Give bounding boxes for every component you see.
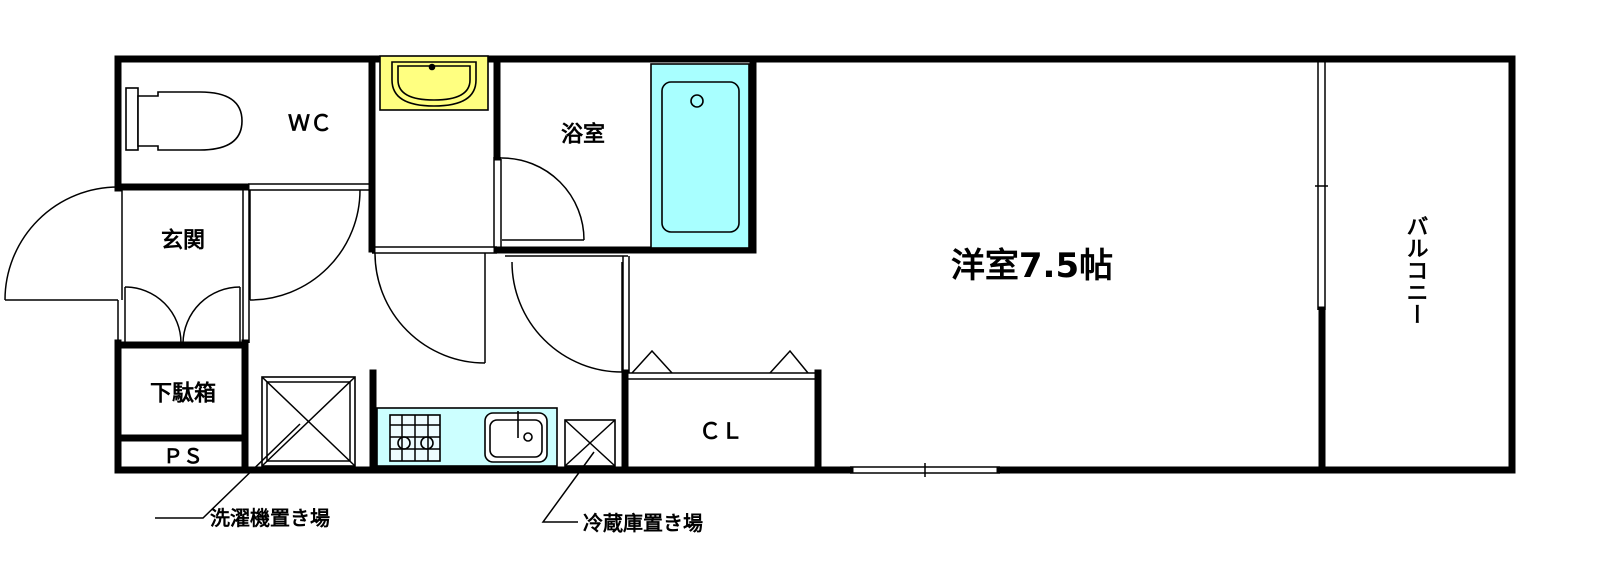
room-label-closet: ＣＬ [699,420,743,445]
entrance-door [4,186,119,301]
closet-folding-door-left [631,349,673,374]
room-label-balcony: バルコニー [1403,215,1428,325]
wc-door [249,189,361,301]
bathtub-icon [650,63,750,249]
thin-lines [117,62,1328,477]
walls [114,55,1516,474]
fridge-leader-line [541,451,595,523]
fridge-space-icon [564,419,616,467]
kitchen-sink-icon [484,411,548,463]
toilet-icon [125,87,243,151]
doors [4,157,623,373]
room-label-bathroom: 浴室 [561,122,605,148]
shoe-cabinet-door-right [182,286,241,344]
stove-icon [389,414,441,462]
room-label-wc: ＷＣ [288,112,332,137]
annotation-washer-space: 洗濯機置き場 [210,506,330,530]
wash-basin-icon [379,55,489,111]
closet-folding-door-right [769,349,809,374]
room-label-shoe-cabinet: 下駄箱 [150,381,216,407]
washroom-door [374,252,486,364]
room-label-western-room: 洋室7.5帖 [951,246,1113,286]
room-label-entrance: 玄関 [161,228,205,254]
washer-leader-line [155,423,301,519]
shoe-cabinet-door-left [124,286,182,344]
annotation-fridge-space: 冷蔵庫置き場 [583,511,703,535]
bathroom-door [501,157,585,241]
room-door [511,261,623,373]
washer-space-icon [261,376,356,467]
room-label-ps: ＰＳ [163,444,203,468]
kitchen-counter [376,407,558,467]
